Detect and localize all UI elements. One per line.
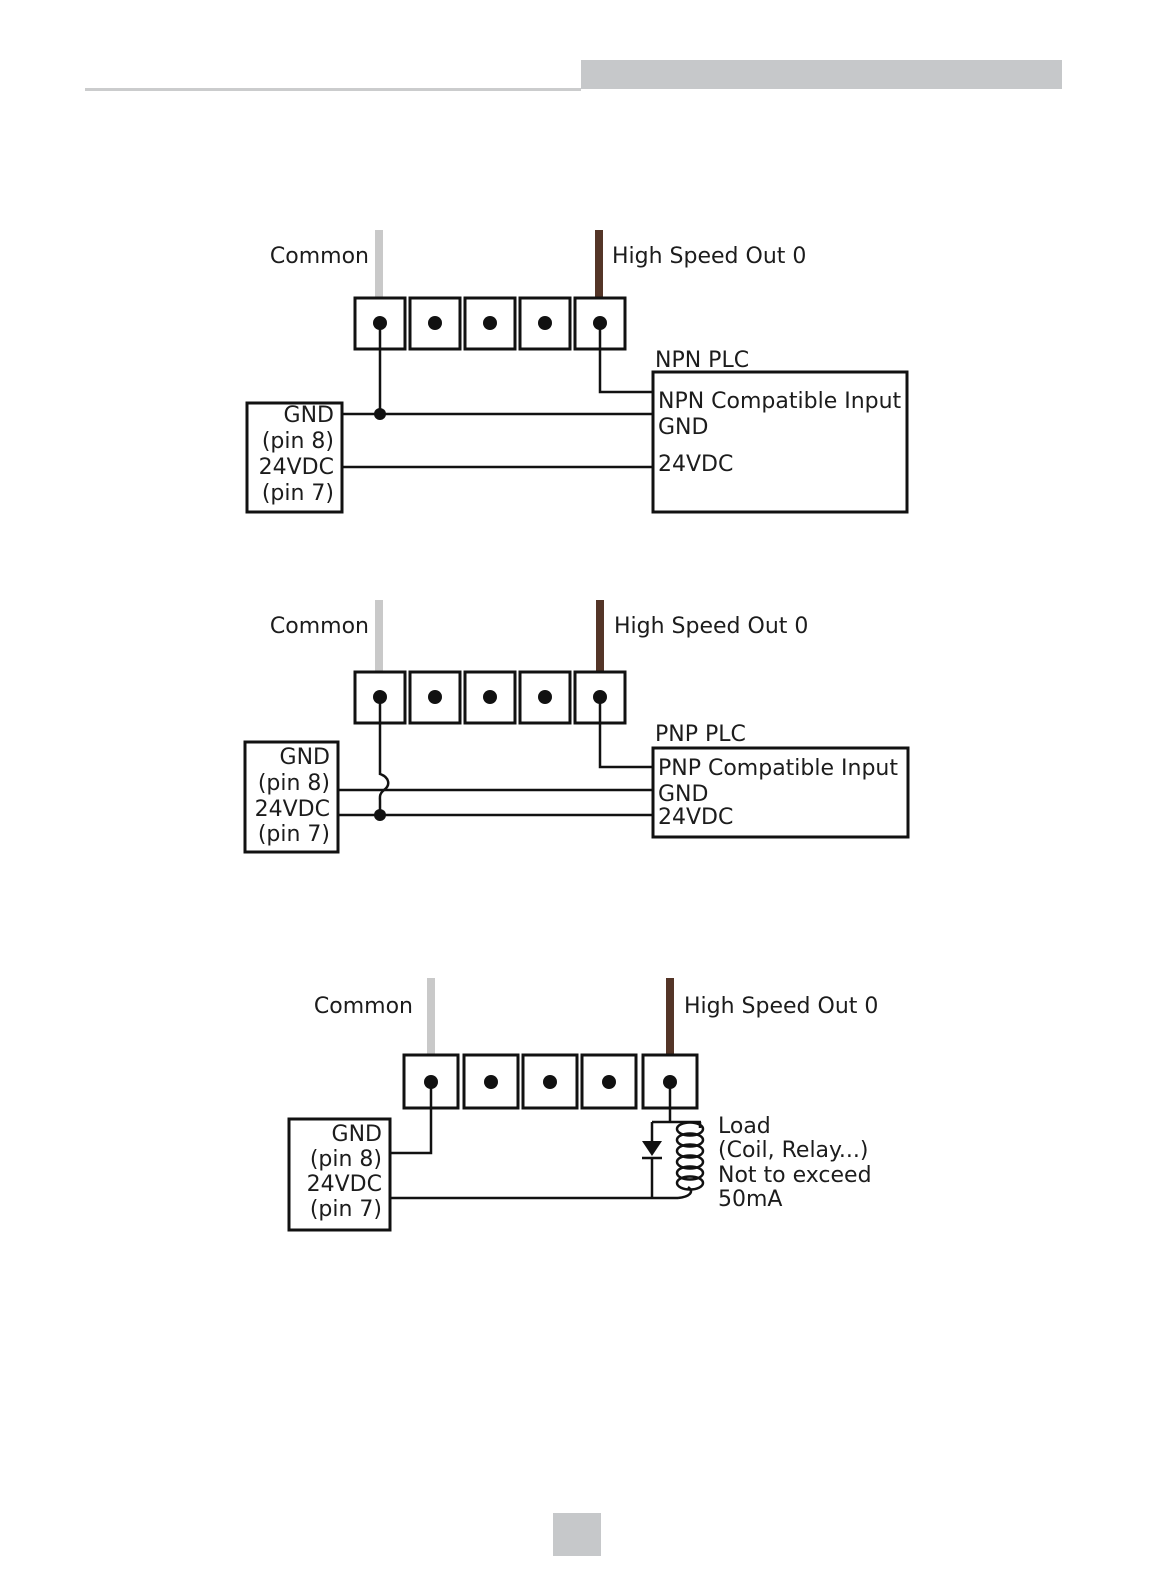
- power-box: GND (pin 8) 24VDC (pin 7): [287, 1117, 392, 1232]
- plc-line-24vdc: 24VDC: [658, 452, 733, 477]
- load-caption-line-4: 50mA: [718, 1187, 782, 1212]
- power-box-line-24vdc: 24VDC: [307, 1172, 382, 1197]
- load-caption-line-1: Load: [718, 1114, 771, 1139]
- coil-bottom-hook: [677, 1185, 693, 1200]
- coil-loop: [675, 1143, 705, 1159]
- footer-redacted-page-number-box: [553, 1513, 601, 1556]
- terminal-dot: [484, 1075, 498, 1089]
- common-terminal-wire: [390, 1082, 433, 1155]
- power-box-frame: [287, 1117, 392, 1232]
- terminal-dot: [602, 1075, 616, 1089]
- high-speed-out-label: High Speed Out 0: [614, 614, 808, 639]
- high-speed-out-label: High Speed Out 0: [612, 244, 806, 269]
- common-label: Common: [270, 614, 369, 639]
- power-box-line-pin8: (pin 8): [258, 771, 330, 796]
- terminal-dot: [428, 690, 442, 704]
- plc-line-24vdc: 24VDC: [658, 805, 733, 830]
- power-box-frame: [245, 401, 344, 514]
- plc-title: PNP PLC: [655, 722, 746, 747]
- header-redacted-bar: [581, 60, 1062, 89]
- high-speed-out-wire: [596, 600, 604, 673]
- junction-dot: [374, 408, 386, 420]
- plc-box: NPN PLC NPN Compatible Input GND 24VDC: [651, 348, 909, 514]
- terminal-dot: [538, 316, 552, 330]
- flyback-diode-icon: [642, 1122, 662, 1198]
- pnp-wiring-diagram: Common High Speed Out 0 GND (pin 8) 24VD…: [243, 600, 910, 854]
- common-wire: [375, 230, 383, 299]
- plc-line-input: NPN Compatible Input: [658, 389, 902, 414]
- terminal-strip: [353, 296, 627, 351]
- power-box-line-pin7: (pin 7): [262, 481, 334, 506]
- common-wire: [375, 600, 383, 673]
- power-box-line-24vdc: 24VDC: [259, 455, 334, 480]
- plc-box: PNP PLC PNP Compatible Input GND 24VDC: [651, 722, 910, 839]
- plc-line-gnd: GND: [658, 782, 708, 807]
- coil-icon: [675, 1121, 705, 1200]
- high-speed-out-wire: [595, 230, 603, 299]
- coil-loop: [675, 1132, 705, 1148]
- common-label: Common: [270, 244, 369, 269]
- coil-loop: [675, 1154, 705, 1170]
- plc-title: NPN PLC: [655, 348, 749, 373]
- plc-box-frame: [651, 370, 909, 514]
- power-box-line-gnd: GND: [332, 1122, 382, 1147]
- terminal-strip: [353, 670, 627, 725]
- terminal-dot: [483, 690, 497, 704]
- terminal-dot: [483, 316, 497, 330]
- high-speed-out-label: High Speed Out 0: [684, 994, 878, 1019]
- terminal-dot: [538, 690, 552, 704]
- power-box: GND (pin 8) 24VDC (pin 7): [245, 401, 344, 514]
- junction-dot: [374, 809, 386, 821]
- load-caption-line-3: Not to exceed: [718, 1163, 872, 1188]
- power-box-frame: [243, 740, 340, 854]
- power-box-line-gnd: GND: [280, 745, 330, 770]
- output-terminal-wire: [598, 323, 653, 394]
- load-caption-line-2: (Coil, Relay...): [718, 1138, 869, 1163]
- coil-loop: [675, 1165, 705, 1181]
- header-rule: [85, 88, 581, 91]
- diode-triangle: [642, 1141, 662, 1156]
- load-wiring-diagram: Common High Speed Out 0: [287, 978, 878, 1232]
- power-box-line-gnd: GND: [284, 403, 334, 428]
- common-label: Common: [314, 994, 413, 1019]
- output-terminal-wire: [598, 697, 653, 769]
- power-box: GND (pin 8) 24VDC (pin 7): [243, 740, 340, 854]
- power-box-line-24vdc: 24VDC: [255, 797, 330, 822]
- coil-loop: [675, 1121, 705, 1137]
- load-caption: Load (Coil, Relay...) Not to exceed 50mA: [718, 1114, 872, 1212]
- high-speed-out-wire: [666, 978, 674, 1056]
- terminal-dot: [428, 316, 442, 330]
- plc-box-frame: [651, 746, 910, 839]
- plc-line-input: PNP Compatible Input: [658, 756, 898, 781]
- terminal-dot: [543, 1075, 557, 1089]
- common-wire: [427, 978, 435, 1056]
- plc-line-gnd: GND: [658, 415, 708, 440]
- terminal-strip: [402, 1053, 699, 1110]
- power-box-line-pin8: (pin 8): [310, 1147, 382, 1172]
- terminal-block-3: [521, 1053, 579, 1110]
- npn-wiring-diagram: Common High Speed Out 0 GND (pin 8) 24VD…: [245, 230, 909, 514]
- power-box-line-pin7: (pin 7): [258, 822, 330, 847]
- power-box-line-pin8: (pin 8): [262, 429, 334, 454]
- power-box-line-pin7: (pin 7): [310, 1197, 382, 1222]
